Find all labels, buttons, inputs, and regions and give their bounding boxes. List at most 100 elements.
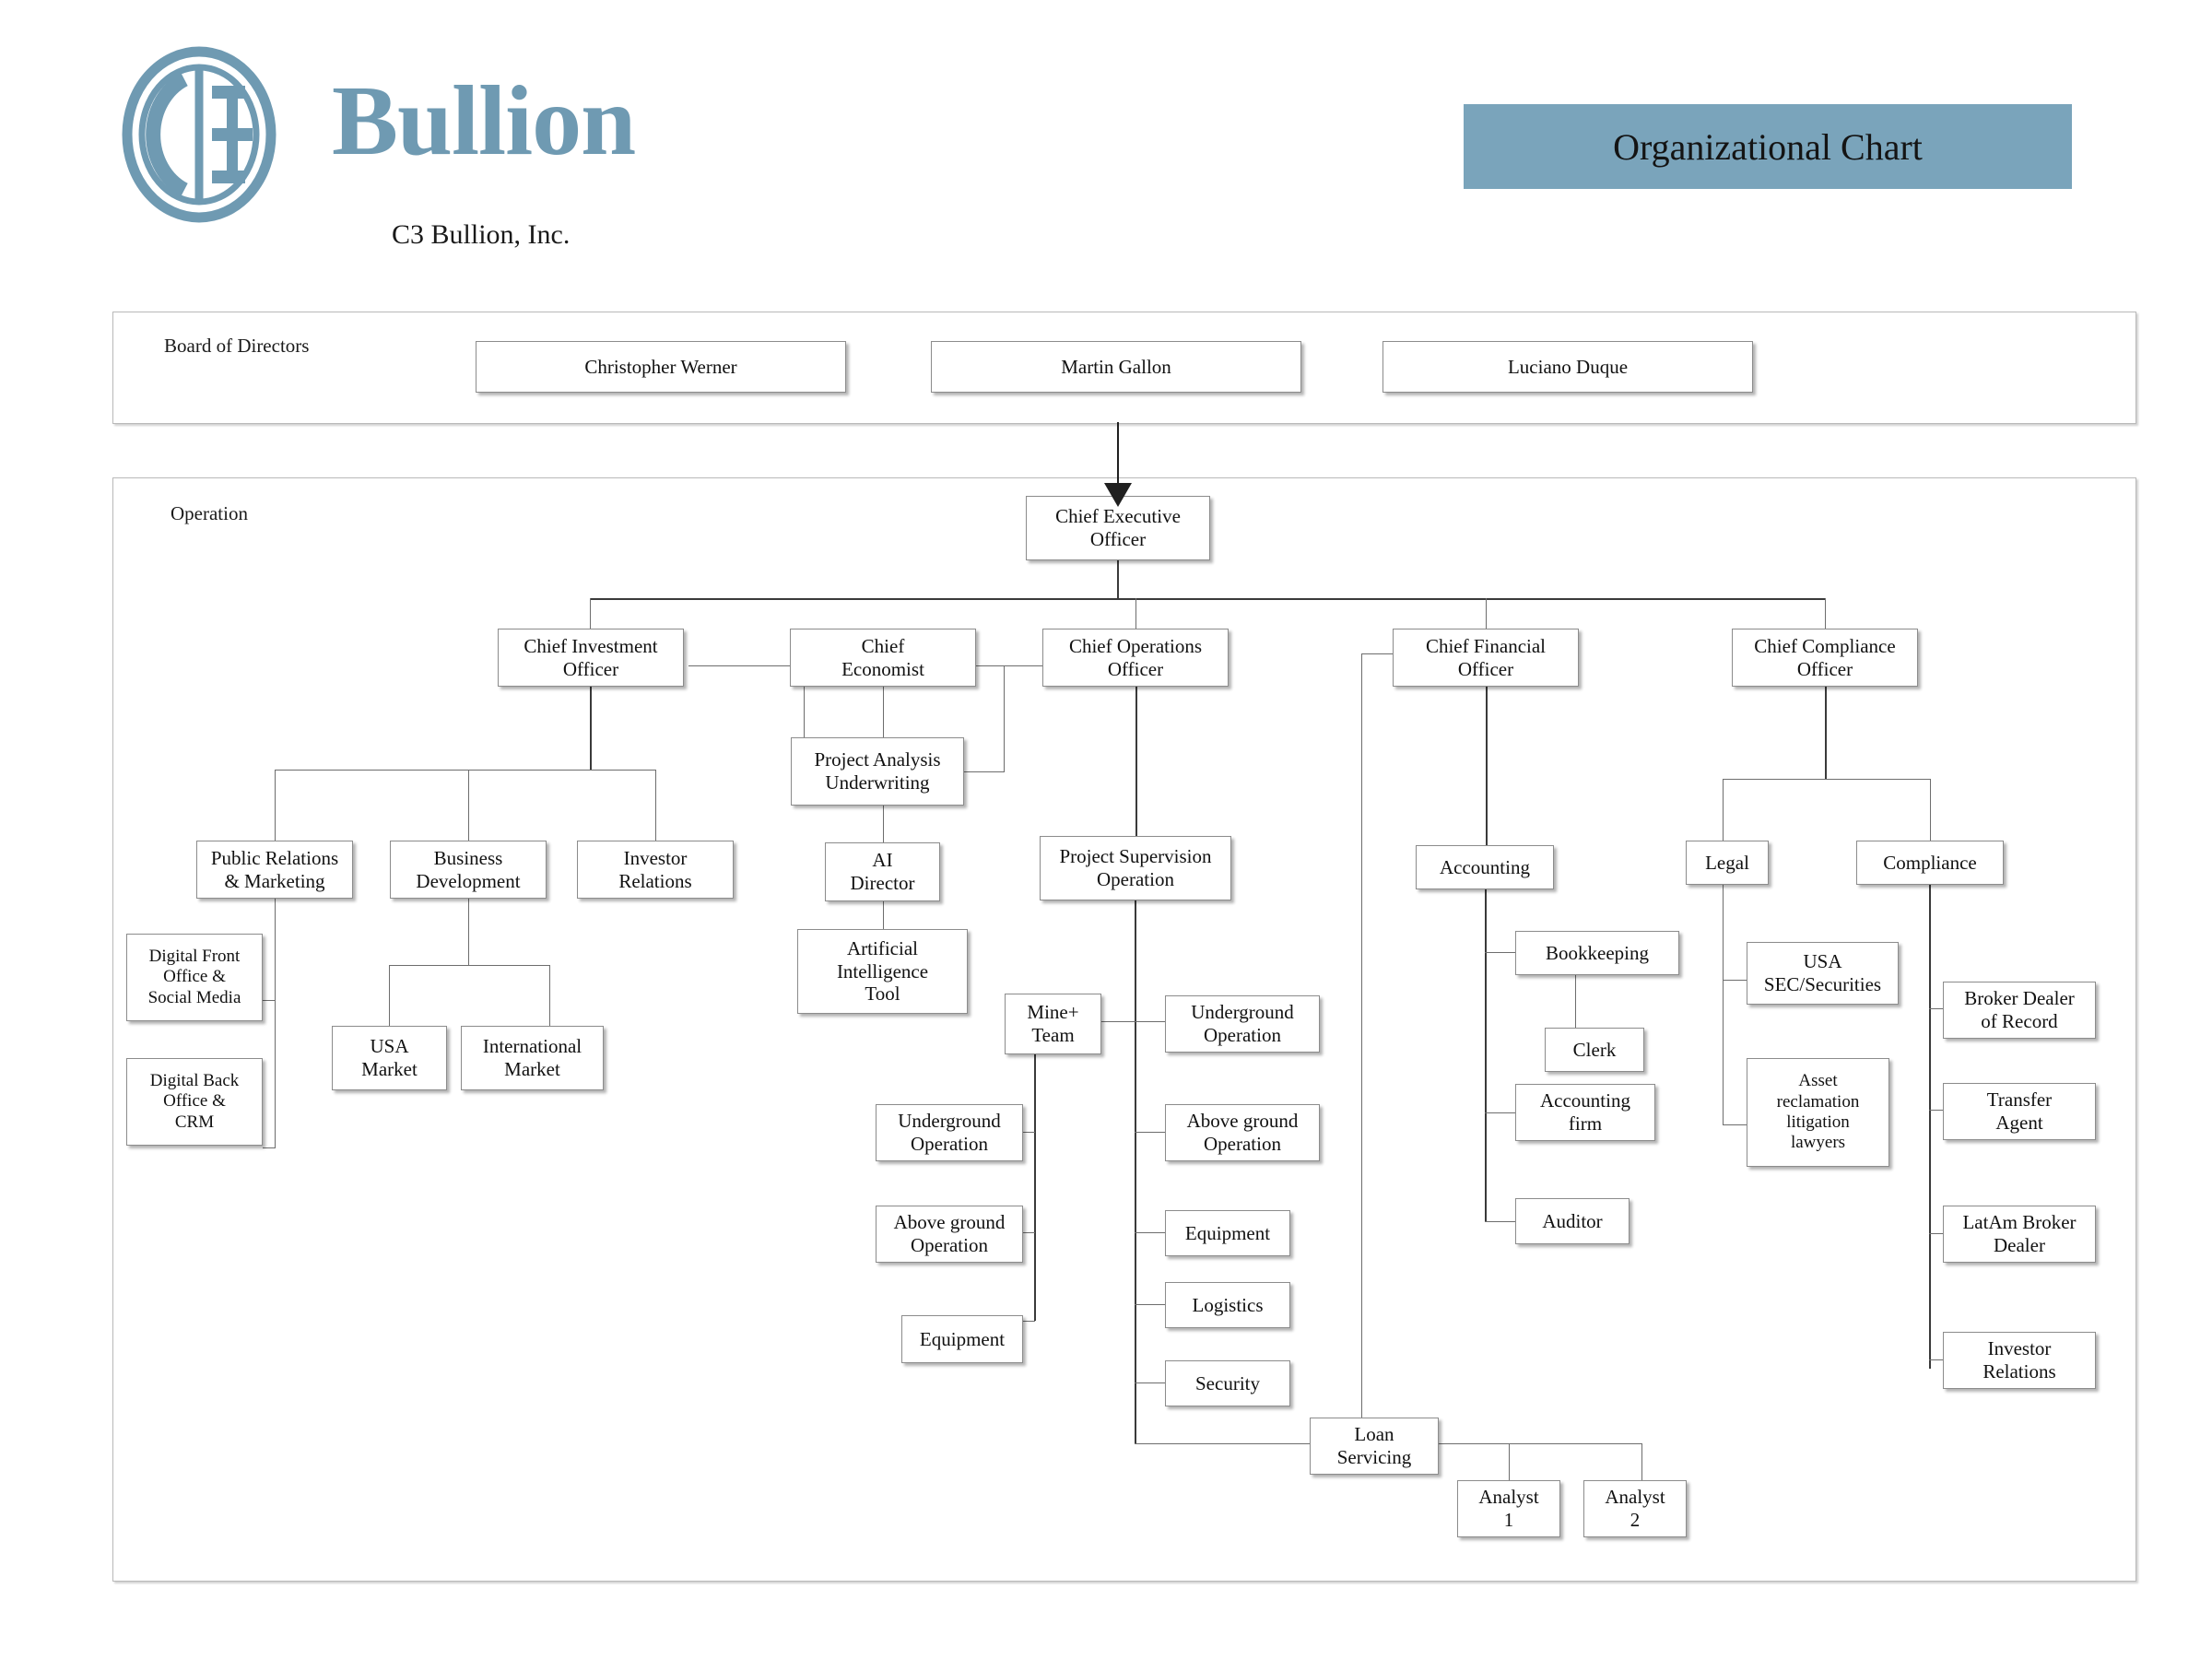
board-member-box[interactable]: Martin Gallon — [931, 341, 1301, 393]
connector-mine-spine — [1034, 1044, 1036, 1321]
node-pso-security[interactable]: Security — [1165, 1360, 1290, 1406]
node-accounting[interactable]: Accounting — [1416, 845, 1554, 889]
connector-bus-to-cio — [590, 598, 591, 629]
connector-compliance-to-investor-relations — [1929, 1359, 1943, 1360]
connector-pr-spine — [275, 899, 276, 1147]
title-banner: Organizational Chart — [1464, 104, 2072, 189]
connector-to-compliance — [1930, 779, 1931, 841]
connector-legal-to-asset — [1723, 1124, 1747, 1125]
node-label: Clerk — [1572, 1038, 1617, 1061]
node-pso-logistics[interactable]: Logistics — [1165, 1282, 1290, 1328]
connector-to-pr — [275, 770, 276, 841]
connector-bus-to-cfo — [1486, 598, 1487, 629]
operation-label: Operation — [171, 502, 248, 524]
connector-exec-bus — [590, 598, 1825, 600]
connector-pr-to-dfo — [263, 1000, 276, 1001]
connector-accounting-to-bookkeeping — [1485, 952, 1515, 953]
connector-ceo-down — [1117, 560, 1119, 599]
node-mine-equipment[interactable]: Equipment — [901, 1315, 1023, 1363]
board-member-label: Martin Gallon — [1061, 355, 1171, 378]
connector-legal-spine — [1723, 880, 1724, 1124]
connector-accounting-to-auditor — [1485, 1221, 1515, 1222]
node-label: Mine+Team — [1027, 1001, 1079, 1046]
connector-to-usa-market — [389, 965, 390, 1026]
connector-cfo-to-accounting — [1486, 687, 1488, 845]
connector-cfo-to-loan-servicing — [1361, 653, 1362, 1418]
node-legal[interactable]: Legal — [1686, 841, 1769, 885]
connector-to-bizdev — [468, 770, 469, 841]
connector-cfo-left-stub — [1361, 653, 1393, 654]
board-of-directors-label: Board of Directors — [164, 335, 310, 357]
connector-coo-to-pau-v — [1004, 665, 1005, 771]
board-member-box[interactable]: Christopher Werner — [476, 341, 846, 393]
c3-circle-monogram-icon — [120, 44, 278, 225]
node-label: Security — [1195, 1371, 1260, 1394]
board-member-box[interactable]: Luciano Duque — [1382, 341, 1753, 393]
connector-to-analyst-1 — [1509, 1443, 1510, 1480]
connector-cio-to-pau-h1 — [688, 665, 804, 666]
node-public-relations-marketing[interactable]: Public Relations& Marketing — [196, 841, 353, 899]
node-bookkeeping[interactable]: Bookkeeping — [1515, 931, 1679, 975]
node-pso-equipment[interactable]: Equipment — [1165, 1210, 1290, 1256]
node-compliance[interactable]: Compliance — [1856, 841, 2004, 885]
node-clerk[interactable]: Clerk — [1545, 1028, 1644, 1072]
node-label: Bookkeeping — [1546, 941, 1649, 964]
connector-compliance-to-bdr — [1929, 1008, 1943, 1009]
board-to-ceo-arrow-head — [1104, 483, 1132, 507]
node-label: Accounting — [1440, 855, 1530, 878]
page-title: Organizational Chart — [1613, 125, 1923, 168]
node-mine-team[interactable]: Mine+Team — [1005, 994, 1101, 1054]
connector-pso-to-aboveground — [1135, 1132, 1165, 1133]
connector-aidirector-to-aitool — [883, 901, 884, 929]
node-auditor[interactable]: Auditor — [1515, 1198, 1630, 1244]
connector-bizdev-down — [468, 899, 469, 965]
node-label: Public Relations& Marketing — [210, 846, 339, 892]
connector-legal-to-sec — [1723, 980, 1747, 981]
